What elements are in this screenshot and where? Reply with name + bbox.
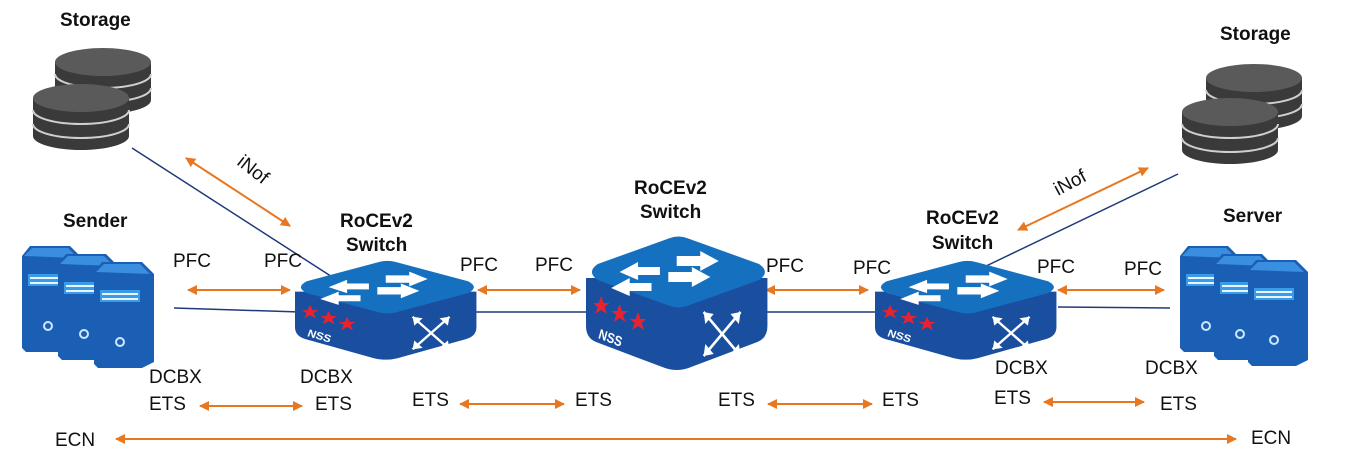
ets-label: ETS	[882, 390, 919, 411]
switch-right-label-line1: RoCEv2	[926, 208, 999, 229]
switch-left-label-line1: RoCEv2	[340, 211, 413, 232]
switch-center-label-line2: Switch	[640, 202, 701, 223]
pfc-label: PFC	[766, 256, 804, 277]
switch-right-icon	[873, 259, 1058, 361]
switch-center-icon	[584, 235, 769, 372]
switch-left-icon	[293, 259, 478, 361]
link-switch-server	[1057, 306, 1171, 309]
link-sender-switch	[173, 307, 301, 313]
dcbx-label: DCBX	[300, 367, 353, 388]
ets-label: ETS	[718, 390, 755, 411]
ets-label: ETS	[1160, 394, 1197, 415]
pfc-label: PFC	[535, 255, 573, 276]
switch-center-label-line1: RoCEv2	[634, 178, 707, 199]
switch-right-label-line2: Switch	[932, 233, 993, 254]
pfc-label: PFC	[1124, 259, 1162, 280]
storage-right-label: Storage	[1220, 24, 1291, 45]
storage-right-icon	[1181, 63, 1303, 165]
pfc-label: PFC	[1037, 257, 1075, 278]
switch-left-label-line2: Switch	[346, 235, 407, 256]
inof-arrow-left	[185, 157, 291, 227]
server-label: Server	[1223, 206, 1283, 227]
dcbx-label: DCBX	[149, 367, 202, 388]
pfc-label: PFC	[264, 251, 302, 272]
inof-right-label: iNof	[1050, 166, 1090, 201]
pfc-label: PFC	[173, 251, 211, 272]
dcbx-label: DCBX	[995, 358, 1048, 379]
inof-left-label: iNof	[233, 151, 273, 189]
storage-left-icon	[32, 47, 152, 151]
ets-label: ETS	[149, 394, 186, 415]
ecn-label-left: ECN	[55, 430, 95, 451]
pfc-label: PFC	[853, 258, 891, 279]
sender-label: Sender	[63, 211, 128, 232]
protocol-arrows	[115, 157, 1237, 444]
server-icon	[1179, 245, 1309, 367]
sender-server-icon	[21, 245, 155, 369]
ets-label: ETS	[315, 394, 352, 415]
pfc-label: PFC	[460, 255, 498, 276]
ets-label: ETS	[412, 390, 449, 411]
ets-label: ETS	[994, 388, 1031, 409]
ets-label: ETS	[575, 390, 612, 411]
inof-arrow-right	[1017, 167, 1149, 231]
ecn-label-right: ECN	[1251, 428, 1291, 449]
storage-left-label: Storage	[60, 10, 131, 31]
dcbx-label: DCBX	[1145, 358, 1198, 379]
